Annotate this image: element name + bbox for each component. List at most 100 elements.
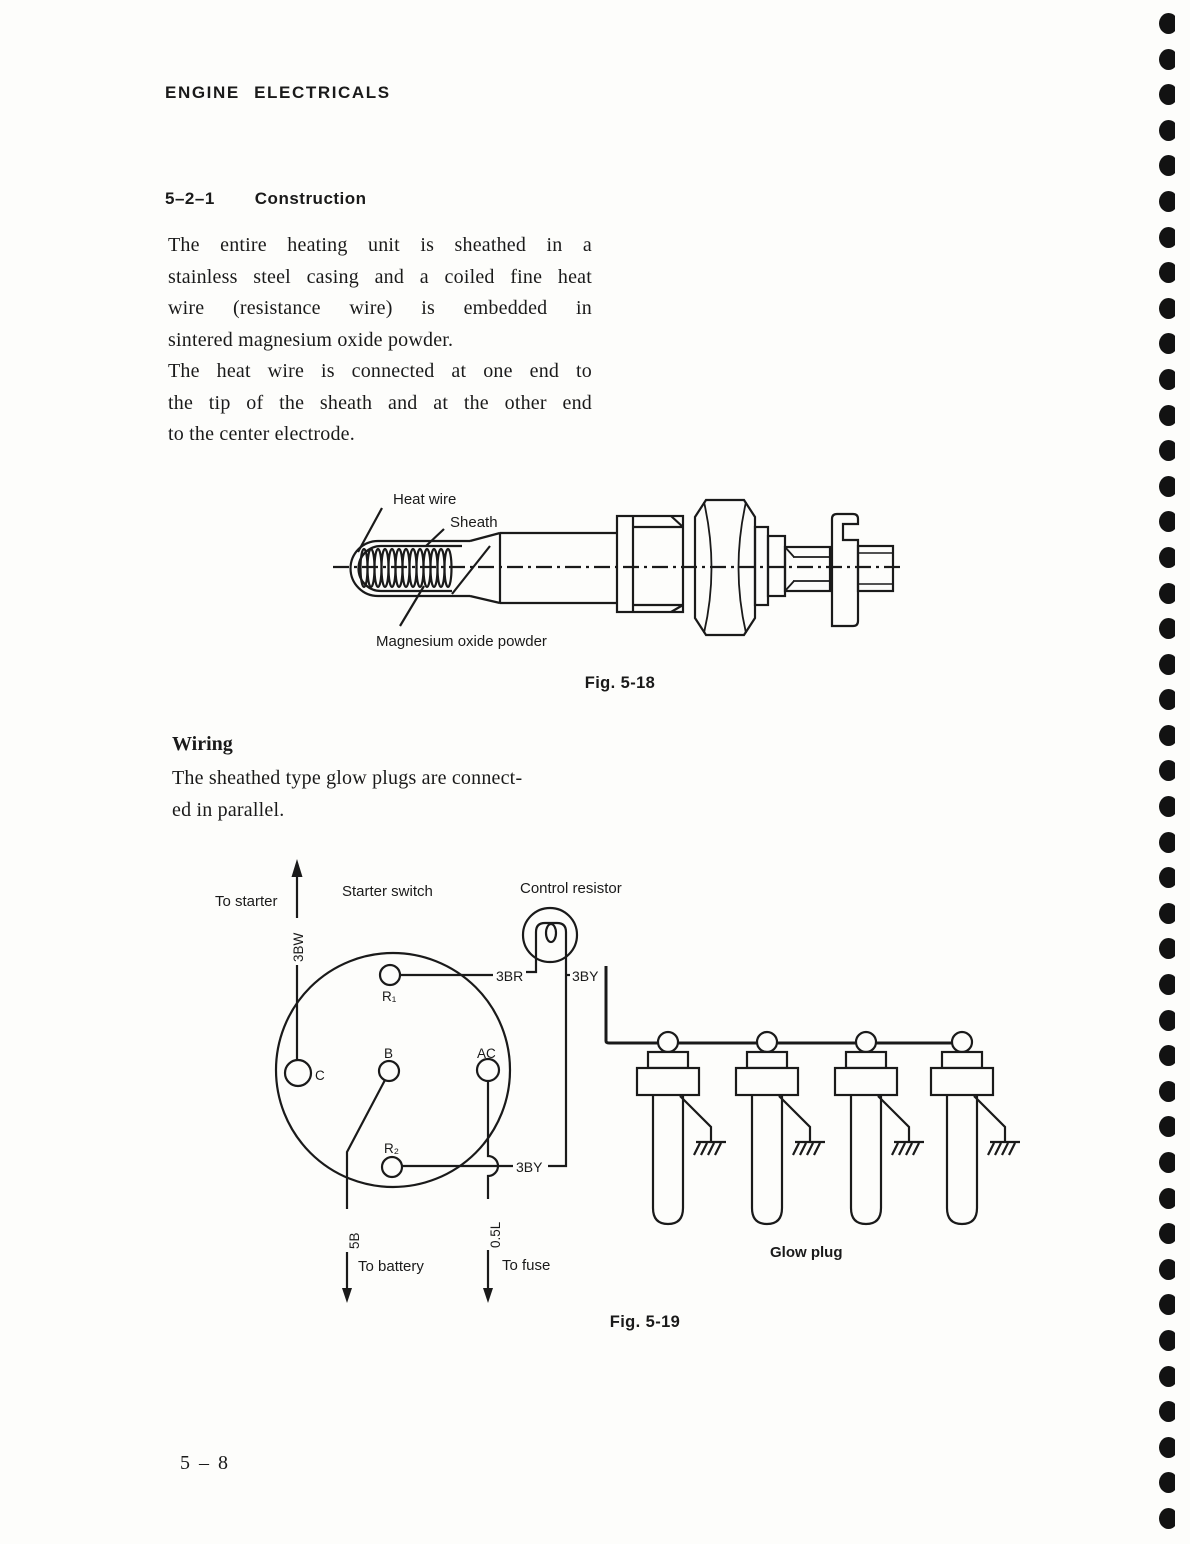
binder-dot: [1159, 1116, 1175, 1138]
text-line: The sheathed type glow plugs are connect…: [172, 767, 523, 789]
magnesium-leader: [399, 585, 425, 627]
cutaway-edge: [451, 545, 491, 595]
fuse-wire: [486, 1081, 500, 1290]
terminal-c-circle: [283, 1058, 313, 1088]
wire-3bw-label: 3BW: [291, 932, 306, 962]
starter-arrowhead: [291, 859, 303, 877]
binder-dot: [1159, 475, 1175, 497]
binder-dot: [1159, 1009, 1175, 1031]
terminal-r1-circle: [378, 963, 402, 987]
binder-dot: [1159, 368, 1175, 390]
fig-5-18-caption: Fig. 5-18: [584, 674, 656, 692]
to-starter-label: To starter: [215, 893, 278, 910]
wire-3by-bottom-label: 3BY: [516, 1159, 543, 1175]
glow-plug-terminal: [950, 1030, 974, 1054]
binder-dot: [1159, 1507, 1175, 1529]
binder-dot: [1159, 13, 1175, 34]
body-cylinder: [498, 531, 617, 605]
binder-dot: [1159, 155, 1175, 177]
binder-dot: [1159, 1152, 1175, 1173]
text-line: The heat wire is connected at one end to: [168, 360, 592, 382]
text-line: ed in parallel.: [172, 798, 285, 821]
binder-dot: [1159, 1472, 1175, 1494]
binder-dot: [1159, 796, 1175, 818]
glow-plug-2: [734, 1030, 825, 1226]
wire-3br-label: 3BR: [496, 968, 523, 984]
binder-dot: [1159, 724, 1175, 746]
terminal-b-label: B: [384, 1046, 393, 1061]
to-fuse-label: To fuse: [502, 1257, 550, 1274]
binder-dot: [1159, 653, 1175, 675]
binder-dot: [1159, 119, 1175, 141]
terminal-flange: [830, 512, 860, 628]
page-header: ENGINE ELECTRICALS: [165, 83, 391, 102]
terminal-c-label: C: [315, 1068, 325, 1083]
binder-dot: [1159, 1223, 1175, 1245]
glow-plug-terminal: [656, 1030, 680, 1054]
binder-dot: [1159, 262, 1175, 284]
binder-dot: [1159, 84, 1175, 106]
section-number: 5–2–1: [165, 189, 215, 208]
binder-dot: [1159, 1258, 1175, 1280]
binder-dot: [1159, 618, 1175, 640]
glow-plug-4: [929, 1030, 1020, 1226]
text-line: to the center electrode.: [168, 423, 355, 445]
body-taper: [469, 531, 501, 605]
text-line: The entire heating unit is sheathed in a: [168, 234, 592, 256]
starter-switch-circle: [274, 951, 512, 1189]
magnesium-label: Magnesium oxide powder: [376, 633, 547, 650]
heat-wire-leader: [357, 507, 383, 553]
binder-dot: [1159, 48, 1175, 70]
binder-dot: [1159, 226, 1175, 248]
binder-hole-marks: [1159, 13, 1175, 1544]
terminal-ac-circle: [475, 1057, 501, 1083]
binder-dot: [1159, 440, 1175, 462]
binder-dot: [1159, 1329, 1175, 1351]
wiring-paragraph: The sheathed type glow plugs are connect…: [172, 763, 632, 826]
terminal-stud: [856, 544, 895, 593]
sheath-label: Sheath: [450, 514, 498, 531]
binder-dot: [1159, 760, 1175, 782]
binder-dot: [1159, 1294, 1175, 1316]
page-number: 5 – 8: [180, 1452, 230, 1474]
glow-plug-1: [635, 1030, 726, 1226]
glow-plug-cutaway-figure: Heat wire Sheath Magnesium oxide powder: [333, 491, 905, 650]
binder-dot: [1159, 938, 1175, 960]
binder-dot: [1159, 333, 1175, 355]
glow-plug-3: [833, 1030, 924, 1226]
construction-paragraph-1: The entire heating unit is sheathed in a…: [168, 230, 592, 356]
text-line: wire (resistance wire) is embedded in: [168, 297, 592, 319]
heat-wire-label: Heat wire: [393, 491, 456, 508]
glow-plug-bus: [604, 966, 952, 1045]
text-line: sintered magnesium oxide powder.: [168, 328, 454, 351]
wire-5b-label: 5B: [347, 1232, 362, 1249]
glow-plug-terminal: [854, 1030, 878, 1054]
control-resistor-label: Control resistor: [520, 880, 622, 897]
control-resistor-bead: [544, 922, 558, 944]
binder-dot: [1159, 546, 1175, 568]
binder-dot: [1159, 190, 1175, 212]
binder-dot: [1159, 867, 1175, 889]
sheath-inner-wall: [357, 544, 462, 593]
hex-collar: [615, 514, 685, 614]
binder-dot: [1159, 511, 1175, 533]
glow-plug-label: Glow plug: [770, 1244, 843, 1261]
binder-dot: [1159, 974, 1175, 996]
wire-3by-top-label: 3BY: [572, 968, 599, 984]
binder-dot: [1159, 1365, 1175, 1387]
threaded-section: [783, 545, 832, 593]
battery-arrowhead: [342, 1288, 352, 1303]
binder-dot: [1159, 1045, 1175, 1067]
fuse-arrowhead: [483, 1288, 493, 1303]
terminal-ac-label: AC: [477, 1046, 496, 1061]
terminal-r1-label: R₁: [382, 989, 397, 1004]
terminal-r2-label: R₂: [384, 1141, 399, 1156]
binder-dot: [1159, 902, 1175, 924]
binder-dot: [1159, 582, 1175, 604]
ground-symbol: [679, 1095, 726, 1156]
ground-symbol: [877, 1095, 924, 1156]
binder-dot: [1159, 689, 1175, 711]
binder-dot: [1159, 1436, 1175, 1458]
